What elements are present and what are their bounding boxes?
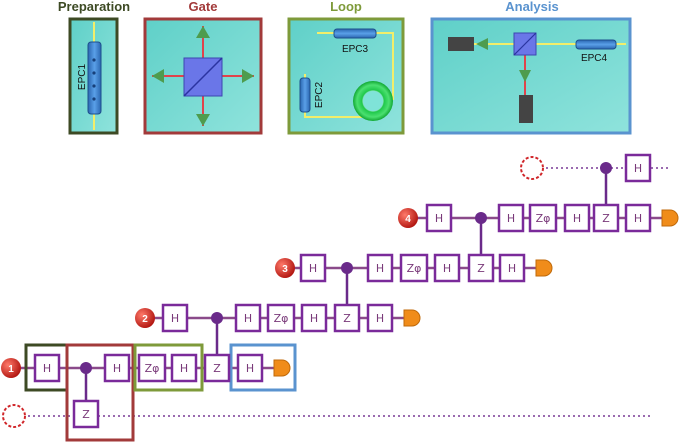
- svg-text:2: 2: [142, 314, 148, 325]
- svg-text:H: H: [507, 212, 515, 225]
- svg-text:H: H: [309, 262, 317, 275]
- z-gate: Z: [72, 399, 100, 429]
- svg-text:4: 4: [405, 214, 411, 225]
- analysis-frame: [229, 343, 297, 392]
- h-gate: H: [425, 203, 453, 233]
- qubit-ball-3: 3: [275, 258, 295, 278]
- h-gate: H: [497, 203, 525, 233]
- control-dot: [600, 162, 612, 174]
- qubit-labels: 1 2 3 4: [1, 208, 418, 378]
- h-gate: H: [433, 253, 461, 283]
- svg-text:H: H: [508, 262, 516, 275]
- svg-text:H: H: [171, 312, 179, 325]
- gate-title: Gate: [189, 0, 218, 14]
- svg-text:H: H: [435, 212, 443, 225]
- h-gate: H: [299, 253, 327, 283]
- z-gate: Z: [333, 303, 361, 333]
- svg-text:1: 1: [8, 364, 14, 375]
- h-gate: H: [563, 203, 591, 233]
- gate-panel: Gate: [143, 0, 263, 135]
- svg-text:H: H: [113, 362, 121, 375]
- detector-bottom: [519, 95, 533, 123]
- control-dots: [80, 162, 612, 374]
- analysis-panel: Analysis EPC4: [430, 0, 632, 135]
- h-gate: H: [624, 203, 652, 233]
- svg-text:Zφ: Zφ: [145, 362, 160, 375]
- loop-frame: [133, 343, 204, 392]
- measurement-icon: [403, 309, 421, 327]
- z-gate: Z: [203, 353, 231, 383]
- z-gate: Z: [467, 253, 495, 283]
- epc4-controller: [575, 39, 617, 50]
- svg-text:H: H: [244, 312, 252, 325]
- epc3-label: EPC3: [342, 44, 369, 55]
- svg-text:Zφ: Zφ: [274, 312, 289, 325]
- h-gate: H: [170, 353, 198, 383]
- measurements: [273, 209, 679, 377]
- svg-text:H: H: [43, 362, 51, 375]
- h-gate: H: [33, 353, 61, 383]
- zphi-gate: Zφ: [137, 353, 167, 383]
- loop-title: Loop: [330, 0, 362, 14]
- svg-text:H: H: [573, 212, 581, 225]
- control-dot: [341, 262, 353, 274]
- detector-left: [448, 37, 474, 51]
- qubit-ball-1: 1: [1, 358, 21, 378]
- svg-text:H: H: [376, 312, 384, 325]
- h-gate: H: [161, 303, 189, 333]
- ancilla-circle-top: [520, 156, 544, 180]
- qubit-ball-2: 2: [135, 308, 155, 328]
- svg-text:H: H: [443, 262, 451, 275]
- epc2-label: EPC2: [314, 82, 325, 109]
- h-gate: H: [234, 303, 262, 333]
- preparation-panel: Preparation EPC1: [58, 0, 130, 135]
- h-gate: H: [366, 253, 394, 283]
- h-gate: H: [498, 253, 526, 283]
- measurement-icon: [535, 259, 553, 277]
- control-dot: [475, 212, 487, 224]
- svg-text:Z: Z: [82, 408, 90, 421]
- svg-text:H: H: [376, 262, 384, 275]
- svg-text:Z: Z: [477, 262, 485, 275]
- epc4-label: EPC4: [581, 53, 608, 64]
- measurement-icon: [661, 209, 679, 227]
- epc3-controller: [333, 28, 377, 39]
- svg-text:H: H: [634, 212, 642, 225]
- measurement-icon: [273, 359, 291, 377]
- h-gate: H: [624, 153, 652, 183]
- zphi-gate: Zφ: [266, 303, 296, 333]
- gate-frame: [65, 343, 135, 442]
- svg-text:3: 3: [282, 264, 288, 275]
- svg-text:Zφ: Zφ: [536, 212, 551, 225]
- svg-text:Zφ: Zφ: [407, 262, 422, 275]
- epc1-controller: [87, 41, 102, 115]
- ancilla-circle-bottom: [2, 404, 26, 428]
- h-gate: H: [366, 303, 394, 333]
- control-dot: [80, 362, 92, 374]
- epc2-controller: [299, 77, 311, 113]
- h-gate: H: [300, 303, 328, 333]
- gate-boxes: H Z H Zφ H Z H H H Zφ H Z H H H Zφ H Z H…: [33, 153, 652, 429]
- svg-text:Z: Z: [213, 362, 221, 375]
- h-gate: H: [103, 353, 131, 383]
- svg-text:H: H: [634, 162, 642, 175]
- zphi-gate: Zφ: [399, 253, 429, 283]
- control-dot: [211, 312, 223, 324]
- svg-text:H: H: [246, 362, 254, 375]
- analysis-title: Analysis: [505, 0, 558, 14]
- preparation-title: Preparation: [58, 0, 130, 14]
- svg-text:Z: Z: [343, 312, 351, 325]
- svg-text:H: H: [310, 312, 318, 325]
- z-gate: Z: [592, 203, 620, 233]
- loop-panel: Loop EPC3 EPC2: [287, 0, 405, 135]
- svg-text:H: H: [180, 362, 188, 375]
- svg-text:Z: Z: [602, 212, 610, 225]
- zphi-gate: Zφ: [528, 203, 558, 233]
- h-gate: H: [236, 353, 264, 383]
- epc1-label: EPC1: [77, 64, 88, 91]
- qubit-ball-4: 4: [398, 208, 418, 228]
